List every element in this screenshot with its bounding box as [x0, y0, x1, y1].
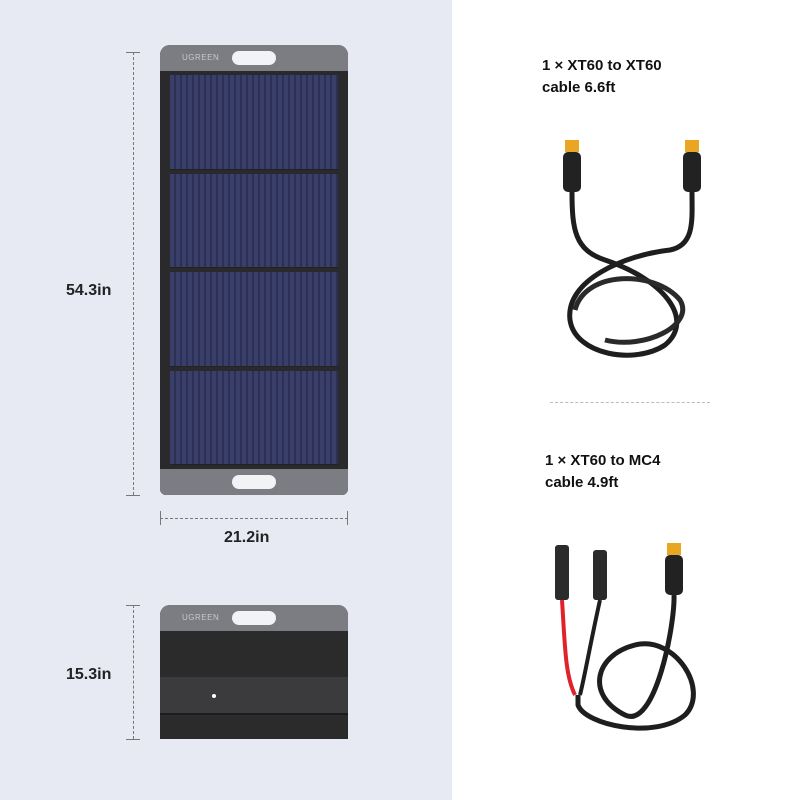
dim-tick [126, 605, 140, 606]
handle [232, 611, 276, 625]
dim-tick [347, 511, 348, 525]
strap [160, 677, 348, 715]
solar-cells [170, 75, 338, 465]
handle [232, 51, 276, 65]
width-dimension-line [160, 518, 348, 519]
panel-bottom-bar [160, 469, 348, 495]
dim-tick [126, 495, 140, 496]
solar-panel-folded: UGREEN [160, 605, 348, 739]
dim-tick [126, 52, 140, 53]
folded-height-line [133, 605, 134, 739]
dim-tick [126, 739, 140, 740]
dim-tick [160, 511, 161, 525]
width-label: 21.2in [224, 529, 270, 546]
xt60-mc4-cable-image [555, 543, 696, 731]
panel-top-bar: UGREEN [160, 605, 348, 631]
brand-logo: UGREEN [182, 53, 220, 62]
height-dimension-line [133, 52, 134, 495]
brand-logo: UGREEN [182, 613, 220, 622]
xt60-xt60-cable-image [563, 140, 701, 358]
divider [550, 402, 710, 403]
handle [232, 475, 276, 489]
solar-panel-open: UGREEN [160, 45, 348, 495]
height-folded-label: 15.3in [66, 666, 112, 683]
height-open-label: 54.3in [66, 282, 112, 299]
panel-top-bar: UGREEN [160, 45, 348, 71]
